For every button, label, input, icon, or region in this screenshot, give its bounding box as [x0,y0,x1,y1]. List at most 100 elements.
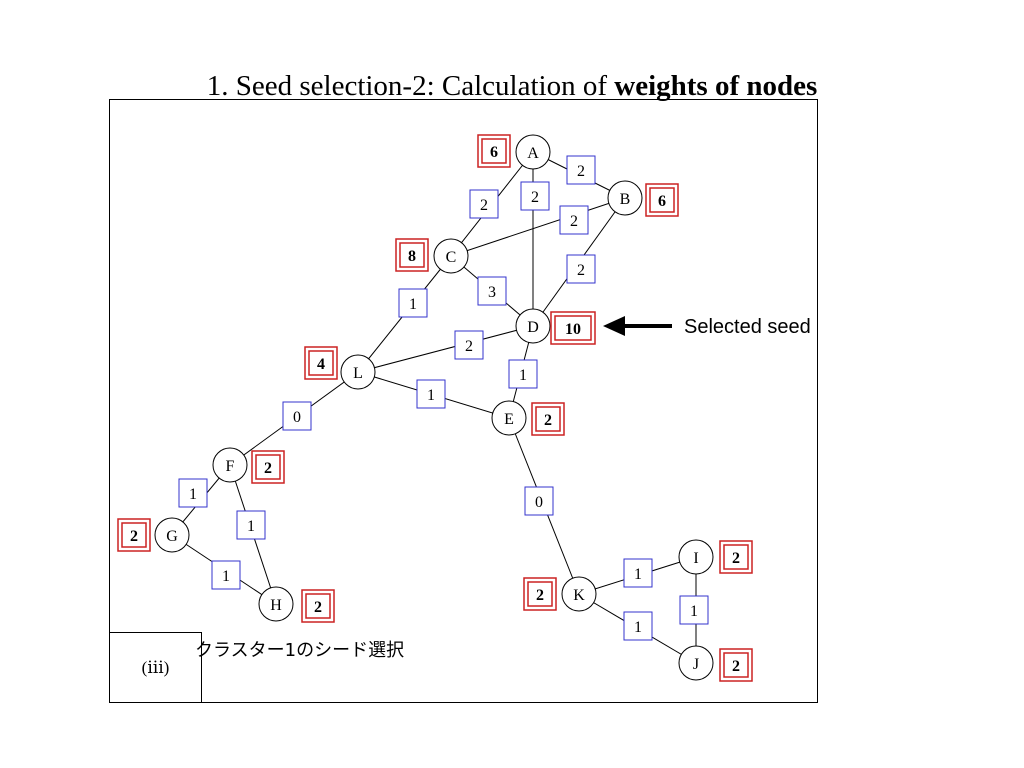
edge-weight-box [559,205,589,235]
node-weight-value: 2 [732,550,740,567]
node-weight-inner-box [121,522,147,548]
edge-weight-value: 1 [634,566,642,583]
edge-weight-box [508,359,538,389]
node-circle [433,238,469,274]
edge-weight-value: 2 [465,338,473,355]
edge-weight-l-d: 2 [454,330,484,360]
node-circle [258,586,294,622]
edge-weight-box [454,330,484,360]
edge-weight-box [178,478,208,508]
edge-weight-box [524,486,554,516]
node-weight-value: 2 [536,587,544,604]
node-weight-e: 2 [531,402,565,436]
edge-weight-a-b: 2 [566,155,596,185]
node-g: G [154,517,190,553]
diagram-frame [109,99,818,703]
edge-weight-a-d: 2 [520,181,550,211]
node-weight-inner-box [554,315,592,341]
selected-seed-arrow-head [603,316,625,336]
node-circle [491,400,527,436]
edge-weight-b-d: 2 [566,254,596,284]
edge-weight-k-j: 1 [623,611,653,641]
edge-weight-box [416,379,446,409]
node-circle [212,447,248,483]
edge-weight-f-h: 1 [236,510,266,540]
node-circle [154,517,190,553]
edge-weight-value: 0 [535,494,543,511]
node-weight-d: 10 [550,311,596,345]
node-label: I [693,550,698,567]
node-circle [340,354,376,390]
edge-weight-value: 1 [409,296,417,313]
edge-weight-g-h: 1 [211,560,241,590]
node-weight-i: 2 [719,540,753,574]
node-label: B [620,191,631,208]
edge-weight-value: 3 [488,284,496,301]
edge-weight-value: 1 [247,518,255,535]
edge-weight-box [236,510,266,540]
edge-weight-d-e: 1 [508,359,538,389]
node-weight-c: 8 [395,238,429,272]
edge-weight-box [469,189,499,219]
panel-label: (ⅲ) [141,657,170,677]
edge-weight-box [566,155,596,185]
node-j: J [678,645,714,681]
edge-weight-value: 1 [222,568,230,585]
node-k: K [561,576,597,612]
node-weight-g: 2 [117,518,151,552]
node-weight-inner-box [723,544,749,570]
node-weight-inner-box [481,138,507,164]
edge-weight-value: 2 [577,163,585,180]
node-label: J [693,656,699,673]
node-weight-inner-box [305,593,331,619]
node-b: B [607,180,643,216]
edge-weight-value: 2 [577,262,585,279]
node-d: D [515,308,551,344]
edge-weight-box [679,595,709,625]
node-weight-inner-box [649,187,675,213]
node-l: L [340,354,376,390]
node-weight-b: 6 [645,183,679,217]
edge-weight-value: 2 [570,213,578,230]
edge-weight-value: 2 [531,189,539,206]
node-weight-j: 2 [719,648,753,682]
edge-weight-l-f: 0 [282,401,312,431]
edge-weight-value: 1 [634,619,642,636]
node-weight-value: 6 [658,193,666,210]
node-weight-inner-box [535,406,561,432]
node-weight-value: 6 [490,144,498,161]
edge-weight-box [566,254,596,284]
node-circle [678,645,714,681]
node-weight-a: 6 [477,134,511,168]
node-weight-f: 2 [251,450,285,484]
edge-weight-l-e: 1 [416,379,446,409]
node-circle [515,308,551,344]
node-weight-value: 10 [565,321,581,338]
node-weight-value: 2 [264,460,272,477]
title-bold: weights of nodes [614,70,818,102]
edge-weight-box [623,611,653,641]
node-weight-inner-box [308,350,334,376]
node-weight-l: 4 [304,346,338,380]
node-weight-value: 8 [408,248,416,265]
edge-weight-k-i: 1 [623,558,653,588]
edge-weight-value: 2 [480,197,488,214]
node-label: A [527,145,539,162]
node-label: H [270,597,282,614]
node-weight-value: 2 [732,658,740,675]
node-e: E [491,400,527,436]
edge-c-b [450,197,626,257]
edge-weight-box [398,288,428,318]
node-label: K [573,587,585,604]
node-label: D [527,319,539,336]
node-h: H [258,586,294,622]
node-label: G [166,528,178,545]
edge-weight-c-b: 2 [559,205,589,235]
edge-weight-e-k: 0 [524,486,554,516]
node-i: I [678,539,714,575]
title-prefix: 1. Seed selection-2: Calculation of [206,70,615,102]
edge-weight-f-g: 1 [178,478,208,508]
